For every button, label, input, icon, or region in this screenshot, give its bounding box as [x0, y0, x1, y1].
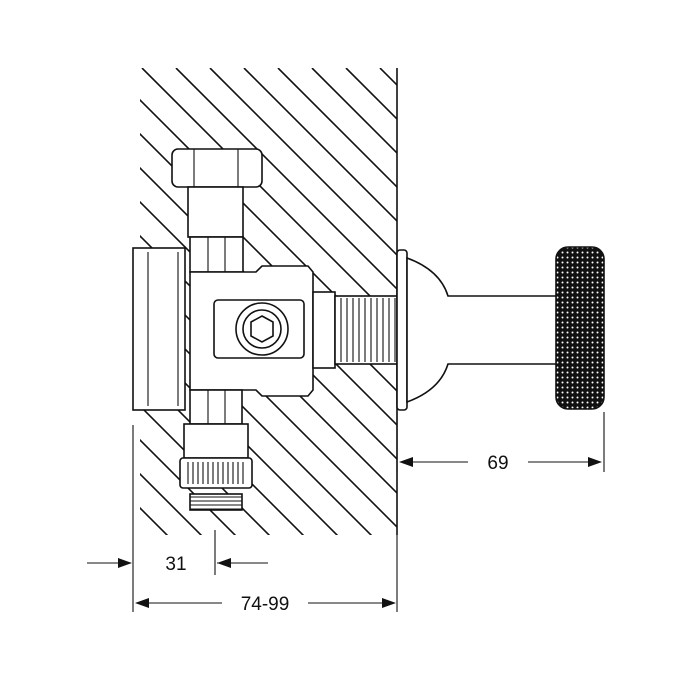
dimension-label-74-99: 74-99	[241, 594, 290, 615]
valve-body	[189, 265, 314, 397]
wall-nipple	[312, 291, 398, 369]
hatch-line	[175, 68, 397, 535]
dimension-body-offset: 31	[87, 425, 268, 612]
top-connection-nut	[171, 148, 263, 273]
outlet-seal	[189, 493, 243, 511]
outlet-thread	[187, 462, 244, 511]
hatch-line	[243, 68, 397, 535]
hatch-line	[618, 68, 700, 538]
dimension-wall-depth: 74-99	[135, 535, 398, 615]
handle-stem	[406, 256, 561, 404]
bottom-outlet-fitting	[179, 389, 253, 511]
cover-rosette	[396, 249, 408, 411]
hatch-line	[140, 68, 375, 535]
dimension-label-69: 69	[487, 453, 508, 474]
rosette-and-handle	[396, 246, 605, 411]
hatch-line	[686, 68, 700, 538]
dimension-handle-projection: 69	[396, 412, 605, 474]
dimension-label-31: 31	[165, 554, 186, 575]
hatch-line	[209, 68, 397, 535]
handwheel-knob[interactable]	[555, 246, 605, 410]
hatch-line	[652, 68, 700, 538]
hatch-line	[277, 68, 397, 535]
filter-housing	[132, 247, 186, 411]
valve-assembly	[132, 148, 605, 511]
hatch-line	[140, 68, 341, 535]
hatch-line	[311, 68, 397, 535]
hatch-line	[140, 68, 239, 535]
